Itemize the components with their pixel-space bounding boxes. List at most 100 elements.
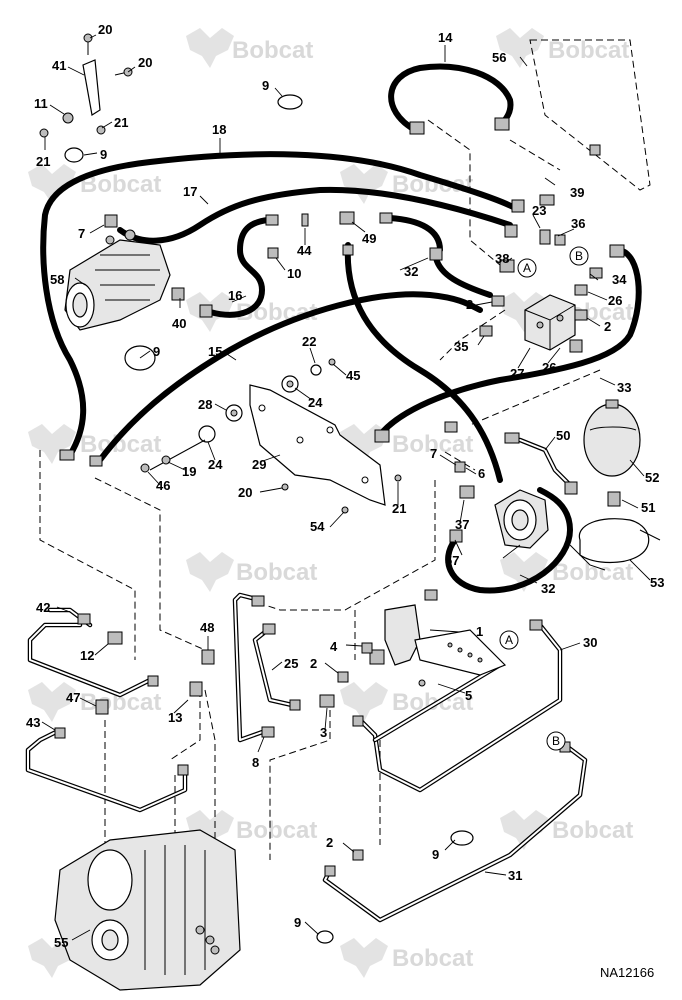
callout-32: 32 <box>541 581 555 596</box>
watermark-text: Bobcat <box>552 817 633 844</box>
watermark-text: Bobcat <box>392 945 473 972</box>
callout-2: 2 <box>326 835 333 850</box>
callout-27: 27 <box>510 366 524 381</box>
dashed-line <box>439 309 506 361</box>
hose-33 <box>377 247 642 438</box>
callout-9: 9 <box>153 344 160 359</box>
callout-2: 2 <box>310 656 317 671</box>
watermark: Bobcat <box>500 552 633 592</box>
callout-9: 9 <box>294 915 301 930</box>
callout-36: 36 <box>571 216 585 231</box>
connector-label-b: B <box>552 734 560 748</box>
watermark-text: Bobcat <box>236 559 317 586</box>
bobcat-logo-icon <box>28 424 76 464</box>
watermark: Bobcat <box>496 28 629 68</box>
callout-41: 41 <box>52 58 66 73</box>
hoses <box>40 63 642 594</box>
connector-b-upper: B <box>569 246 589 266</box>
dashed-line <box>264 480 436 611</box>
watermark: Bobcat <box>186 810 317 850</box>
watermark: Bobcat <box>500 810 633 850</box>
hydraulic-pump-58 <box>64 229 171 331</box>
callout-13: 13 <box>168 710 182 725</box>
callout-57: 57 <box>445 553 459 568</box>
callout-43: 43 <box>26 715 40 730</box>
callout-21: 21 <box>36 154 50 169</box>
callout-34: 34 <box>612 272 627 287</box>
callout-3: 3 <box>320 725 327 740</box>
bobcat-logo-icon <box>28 164 76 204</box>
watermark: Bobcat <box>186 552 317 592</box>
callout-49: 49 <box>362 231 376 246</box>
watermark-text: Bobcat <box>236 817 317 844</box>
dashed-line <box>269 710 331 860</box>
callout-22: 22 <box>302 334 316 349</box>
hose-15 <box>97 291 483 463</box>
callout-20: 20 <box>138 55 152 70</box>
bobcat-logo-icon <box>340 164 388 204</box>
callout-29: 29 <box>252 457 266 472</box>
callout-46: 46 <box>156 478 170 493</box>
bobcat-logo-icon <box>28 682 76 722</box>
bobcat-logo-icon <box>186 552 234 592</box>
connector-b-lower: B <box>546 731 566 751</box>
dashed-line <box>169 690 201 761</box>
hose-center <box>344 242 503 483</box>
watermark: Bobcat <box>28 682 161 722</box>
watermark: Bobcat <box>186 28 313 68</box>
bobcat-logo-icon <box>28 938 76 978</box>
pedal-assembly-1 <box>369 604 507 676</box>
callout-50: 50 <box>556 428 570 443</box>
callout-18: 18 <box>212 122 226 137</box>
connector-label-a: A <box>523 261 531 275</box>
watermark-text: Bobcat <box>392 171 473 198</box>
dashed-line <box>39 450 136 660</box>
callout-39: 39 <box>570 185 584 200</box>
callout-9: 9 <box>100 147 107 162</box>
callout-54: 54 <box>310 519 325 534</box>
callout-55: 55 <box>54 935 68 950</box>
tube-43 <box>25 727 188 813</box>
callout-8: 8 <box>252 755 259 770</box>
callout-19: 19 <box>182 464 196 479</box>
watermark-text: Bobcat <box>232 37 313 64</box>
callout-21: 21 <box>114 115 128 130</box>
callout-4: 4 <box>330 639 338 654</box>
connector-a-lower: A <box>499 630 519 650</box>
bobcat-logo-icon <box>340 682 388 722</box>
watermark: Bobcat <box>340 938 473 978</box>
hose-top-loop <box>387 215 443 253</box>
routing-lines <box>39 119 601 860</box>
callouts: 14 20 41 20 11 21 21 9 9 18 17 7 58 40 1… <box>26 22 664 950</box>
callout-9: 9 <box>432 847 439 862</box>
callout-32: 32 <box>404 264 418 279</box>
bobcat-logo-icon <box>500 292 548 332</box>
callout-51: 51 <box>641 500 655 515</box>
dashed-line <box>204 689 216 860</box>
callout-23: 23 <box>532 203 546 218</box>
hose-16 <box>207 217 271 318</box>
bobcat-logo-icon <box>500 552 548 592</box>
valve-block-27 <box>524 294 576 351</box>
valve-57 <box>494 489 549 549</box>
dashed-line <box>469 369 601 426</box>
callout-48: 48 <box>200 620 214 635</box>
hose-14 <box>388 63 514 133</box>
callout-58: 58 <box>50 272 64 287</box>
callout-26: 26 <box>608 293 622 308</box>
bobcat-logo-icon <box>500 810 548 850</box>
callout-35: 35 <box>454 339 468 354</box>
callout-42: 42 <box>36 600 50 615</box>
callout-2: 2 <box>466 297 473 312</box>
mounting-plate-29 <box>249 384 386 506</box>
callout-24: 24 <box>208 457 223 472</box>
dashed-line <box>509 139 561 171</box>
callout-31: 31 <box>508 868 522 883</box>
callout-33: 33 <box>617 380 631 395</box>
bobcat-logo-icon <box>496 28 544 68</box>
document-id: NA12166 <box>600 965 654 980</box>
dashed-line <box>444 451 476 471</box>
callout-52: 52 <box>645 470 659 485</box>
hose-32-upper <box>433 255 493 298</box>
